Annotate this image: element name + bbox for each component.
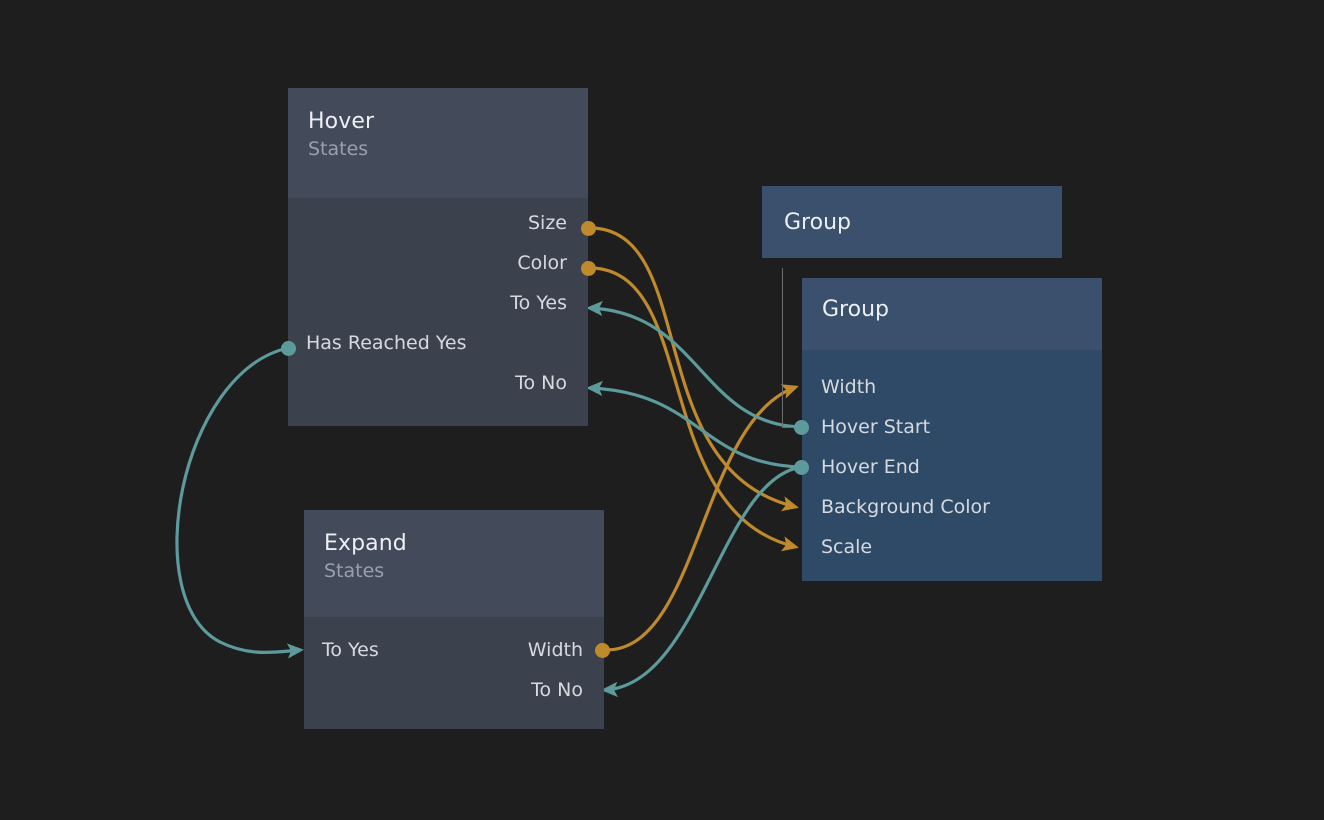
port-hover-size[interactable]: Size (317, 208, 567, 238)
port-group-hover-end[interactable]: Hover End (821, 452, 1081, 482)
edge-group-hover-end-to-expand-to-no (601, 465, 802, 698)
socket-expand-width[interactable] (595, 643, 610, 658)
node-group[interactable]: Group Width Hover Start Hover End Backgr… (802, 278, 1102, 581)
edge-group-hover-end-to-hover-to-no (586, 380, 802, 469)
socket-group-hover-start[interactable] (794, 420, 809, 435)
port-hover-has-reached-yes-label: Has Reached Yes (306, 332, 467, 354)
port-hover-color[interactable]: Color (317, 248, 567, 278)
port-expand-to-no-label: To No (531, 679, 583, 701)
port-group-background-color-label: Background Color (821, 496, 990, 518)
group-tree-vertical-line (782, 268, 783, 428)
port-hover-size-label: Size (527, 212, 567, 234)
node-group-body: Width Hover Start Hover End Background C… (802, 350, 1102, 581)
port-group-scale[interactable]: Scale (821, 532, 1081, 562)
socket-hover-has-reached-yes[interactable] (281, 341, 296, 356)
port-hover-to-yes-label: To Yes (510, 292, 567, 314)
port-group-width[interactable]: Width (821, 372, 1081, 402)
node-expand-title: Expand (324, 531, 407, 556)
edge-group-hover-start-to-hover-to-yes (586, 300, 802, 429)
port-hover-color-label: Color (517, 252, 567, 274)
port-expand-to-no[interactable]: To No (383, 675, 583, 705)
port-group-background-color[interactable]: Background Color (821, 492, 1081, 522)
port-hover-to-yes[interactable]: To Yes (317, 288, 567, 318)
group-tree-elbow-line (782, 427, 796, 428)
node-hover-body: Size Color To Yes To No Has Reached Yes (288, 198, 588, 426)
port-group-scale-label: Scale (821, 536, 873, 558)
node-hover-title: Hover (308, 109, 375, 134)
edge-hover-size-to-group-background-color (591, 226, 799, 512)
node-expand-subtitle: States (324, 559, 385, 582)
port-expand-width[interactable]: Width (383, 635, 583, 665)
node-expand-header[interactable]: Expand States (304, 510, 604, 617)
node-hover-header[interactable]: Hover States (288, 88, 588, 198)
edge-hover-color-to-group-scale (591, 266, 799, 552)
group-bar-title: Group (784, 209, 851, 235)
group-bar-collapsed[interactable]: Group (762, 186, 1062, 258)
port-hover-has-reached-yes[interactable]: Has Reached Yes (306, 328, 566, 358)
node-group-header[interactable]: Group (802, 278, 1102, 350)
node-expand[interactable]: Expand States To Yes Width To No (304, 510, 604, 729)
edge-hover-has-reached-yes-to-expand-to-yes (175, 346, 304, 659)
port-hover-to-no[interactable]: To No (317, 368, 567, 398)
port-expand-to-yes-label: To Yes (322, 639, 379, 661)
socket-hover-size[interactable] (581, 221, 596, 236)
port-hover-to-no-label: To No (515, 372, 567, 394)
port-group-hover-start[interactable]: Hover Start (821, 412, 1081, 442)
port-group-hover-end-label: Hover End (821, 456, 920, 478)
node-hover[interactable]: Hover States Size Color To Yes To No Has… (288, 88, 588, 426)
socket-hover-color[interactable] (581, 261, 596, 276)
socket-group-hover-end[interactable] (794, 460, 809, 475)
node-group-title: Group (822, 297, 889, 322)
port-expand-to-yes[interactable]: To Yes (322, 635, 502, 665)
port-group-hover-start-label: Hover Start (821, 416, 931, 438)
port-expand-width-label: Width (527, 639, 583, 661)
port-group-width-label: Width (821, 376, 877, 398)
node-expand-body: To Yes Width To No (304, 617, 604, 729)
edge-expand-width-to-group-width (605, 384, 799, 652)
node-hover-subtitle: States (308, 137, 369, 160)
